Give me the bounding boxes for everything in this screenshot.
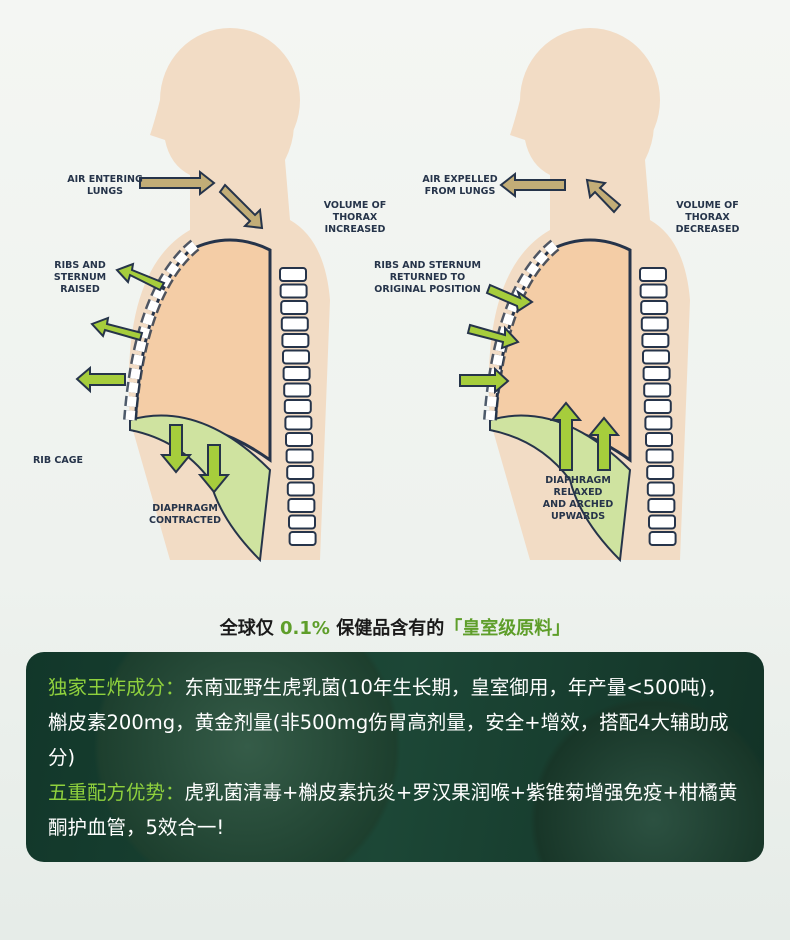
vertebra-icon	[286, 481, 315, 497]
ingredient-key: 独家王炸成分：	[48, 676, 185, 699]
vertebra-icon	[288, 514, 316, 530]
vertebra-icon	[279, 283, 308, 299]
vertebra-icon	[282, 366, 311, 381]
vertebra-icon	[647, 498, 676, 513]
vertebra-icon	[282, 349, 310, 365]
ingredient-text: 东南亚野生虎乳菌(10年生长期，皇室御用，年产量<500吨)，槲皮素200mg，…	[48, 676, 729, 769]
vertebra-icon	[639, 283, 668, 299]
right-arrows	[459, 171, 622, 471]
headline-pre: 全球仅	[219, 618, 281, 639]
label-volume-decreased: VOLUME OF THORAX DECREASED	[675, 200, 740, 235]
headline: 全球仅 0.1% 保健品含有的「皇室级原料」	[0, 614, 790, 640]
vertebra-icon	[639, 267, 667, 282]
vertebra-icon	[646, 481, 675, 497]
vertebra-icon	[640, 300, 669, 315]
vertebra-icon	[285, 432, 313, 447]
vertebra-icon	[281, 333, 310, 348]
label-diaphragm-relaxed: DIAPHRAGM RELAXED AND ARCHED UPWARDS	[542, 475, 614, 522]
ingredient-card: 独家王炸成分：东南亚野生虎乳菌(10年生长期，皇室御用，年产量<500吨)，槲皮…	[26, 652, 764, 862]
vertebra-icon	[642, 349, 670, 365]
vertebra-icon	[280, 316, 309, 332]
headline-mid: 保健品含有的	[329, 618, 445, 639]
label-ribs-returned: RIBS AND STERNUM RETURNED TO ORIGINAL PO…	[374, 260, 481, 295]
ingredient-paragraph: 独家王炸成分：东南亚野生虎乳菌(10年生长期，皇室御用，年产量<500吨)，槲皮…	[48, 670, 746, 775]
vertebra-icon	[643, 399, 672, 414]
vertebra-icon	[284, 415, 313, 431]
label-air-expelled: AIR EXPELLED FROM LUNGS	[422, 174, 498, 197]
vertebra-icon	[287, 498, 316, 513]
vertebra-icon	[280, 300, 309, 315]
label-rib-cage: RIB CAGE	[32, 455, 83, 466]
label-air-entering: AIR ENTERING LUNGS	[67, 174, 143, 197]
vertebra-icon	[285, 448, 314, 464]
vertebra-icon	[644, 415, 673, 431]
vertebra-icon	[286, 465, 315, 480]
headline-highlight: 0.1%	[280, 618, 330, 639]
vertebra-icon	[641, 333, 670, 348]
vertebra-icon	[645, 448, 674, 464]
formula-paragraph: 五重配方优势：虎乳菌清毒+槲皮素抗炎+罗汉果润喉+紫锥菊增强免疫+柑橘黄酮护血管…	[48, 775, 746, 845]
vertebra-icon	[648, 514, 676, 530]
formula-text: 虎乳菌清毒+槲皮素抗炎+罗汉果润喉+紫锥菊增强免疫+柑橘黄酮护血管，5效合一!	[48, 781, 738, 839]
vertebra-icon	[645, 432, 673, 447]
label-ribs-raised: RIBS AND STERNUM RAISED	[53, 260, 107, 295]
vertebra-icon	[288, 531, 317, 546]
vertebra-icon	[646, 465, 675, 480]
breathing-diagrams	[75, 0, 790, 600]
label-diaphragm-contracted: DIAPHRAGM CONTRACTED	[149, 503, 221, 526]
vertebra-icon	[279, 267, 307, 282]
left-arrows	[75, 169, 264, 494]
vertebra-icon	[642, 366, 671, 381]
vertebra-icon	[283, 399, 312, 414]
formula-key: 五重配方优势：	[48, 781, 185, 804]
headline-tag: 「皇室级原料」	[444, 618, 571, 639]
vertebra-icon	[648, 531, 677, 546]
vertebra-icon	[640, 316, 669, 332]
label-volume-increased: VOLUME OF THORAX INCREASED	[323, 200, 387, 235]
vertebra-icon	[283, 382, 312, 398]
vertebra-icon	[643, 382, 672, 398]
